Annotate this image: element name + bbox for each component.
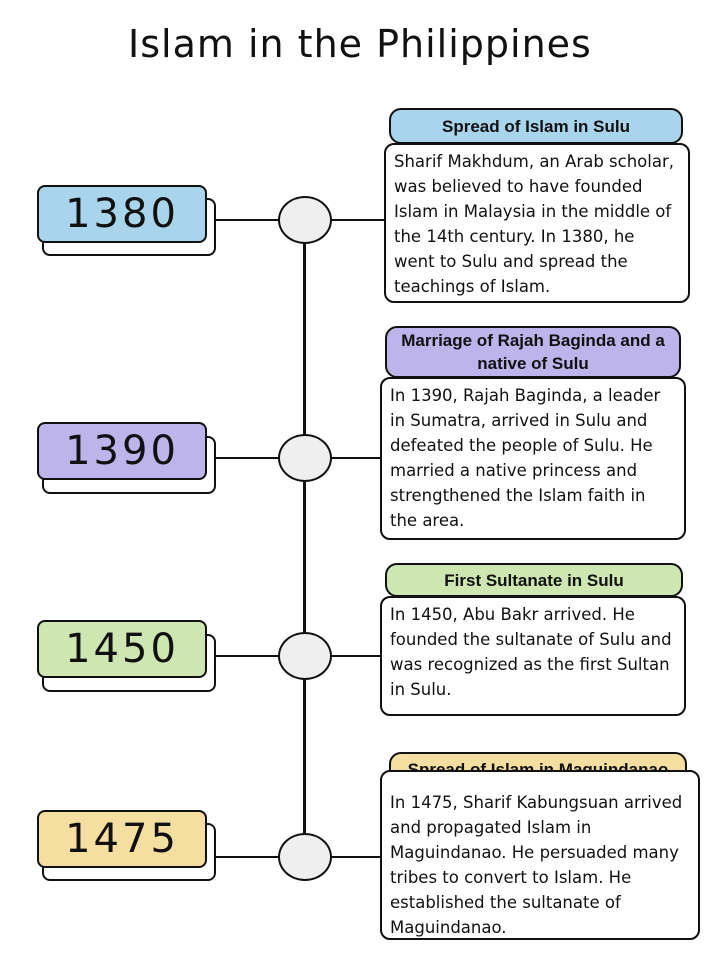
year-badge-1475: 1475	[37, 810, 207, 868]
timeline-node-1380	[278, 196, 332, 244]
timeline-axis	[303, 218, 306, 858]
timeline-node-1390	[278, 434, 332, 482]
event-description-1475: In 1475, Sharif Kabungsuan arrived and p…	[380, 770, 700, 940]
timeline-node-1450	[278, 632, 332, 680]
event-heading-1390: Marriage of Rajah Baginda and a native o…	[385, 326, 681, 378]
page-title: Islam in the Philippines	[128, 22, 592, 66]
timeline-node-1475	[278, 833, 332, 881]
event-description-1450: In 1450, Abu Bakr arrived. He founded th…	[380, 596, 686, 716]
event-heading-1450: First Sultanate in Sulu	[385, 563, 683, 597]
year-badge-1380: 1380	[37, 185, 207, 243]
event-description-1390: In 1390, Rajah Baginda, a leader in Suma…	[380, 377, 686, 540]
event-description-1380: Sharif Makhdum, an Arab scholar, was bel…	[384, 143, 690, 303]
year-badge-1390: 1390	[37, 422, 207, 480]
event-heading-1380: Spread of Islam in Sulu	[389, 108, 683, 144]
year-badge-1450: 1450	[37, 620, 207, 678]
